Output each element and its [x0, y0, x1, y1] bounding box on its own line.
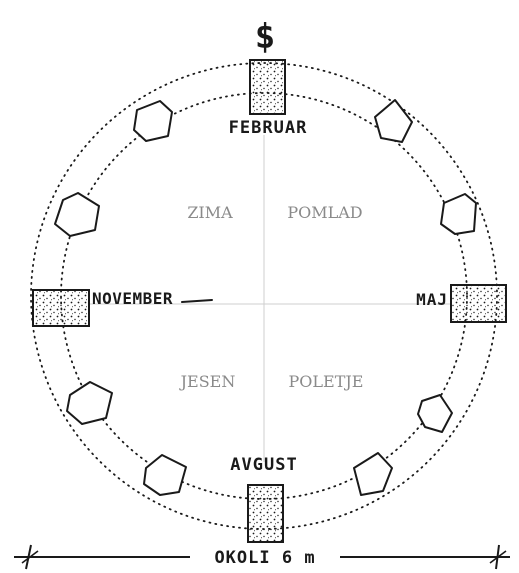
month-label-february: FEBRUAR: [229, 118, 308, 138]
stone-nw-1: [134, 101, 172, 141]
north-symbol: $: [255, 17, 275, 57]
month-label-may: MAJ: [416, 290, 448, 309]
stone-nw-2: [55, 193, 99, 236]
season-summer: POLETJE: [289, 372, 364, 391]
stone-south: [248, 485, 283, 542]
stone-north: [250, 60, 285, 114]
stone-west: [33, 290, 89, 326]
month-label-november: NOVEMBER: [92, 289, 173, 308]
season-spring: POMLAD: [287, 203, 362, 222]
stone-east: [451, 285, 506, 322]
stone-ne-1: [375, 100, 412, 142]
season-autumn: JESEN: [179, 372, 236, 391]
stone-se-2: [354, 453, 392, 495]
stone-sw-2: [144, 455, 186, 495]
stone-ne-2: [441, 194, 476, 234]
season-winter: ZIMA: [187, 203, 233, 222]
stone-sw-1: [67, 382, 112, 424]
stone-se-1: [418, 395, 452, 432]
month-label-august: AVGUST: [230, 455, 297, 475]
scale-label: OKOLI 6 m: [214, 548, 315, 568]
month-label-november-underline: [182, 300, 212, 302]
